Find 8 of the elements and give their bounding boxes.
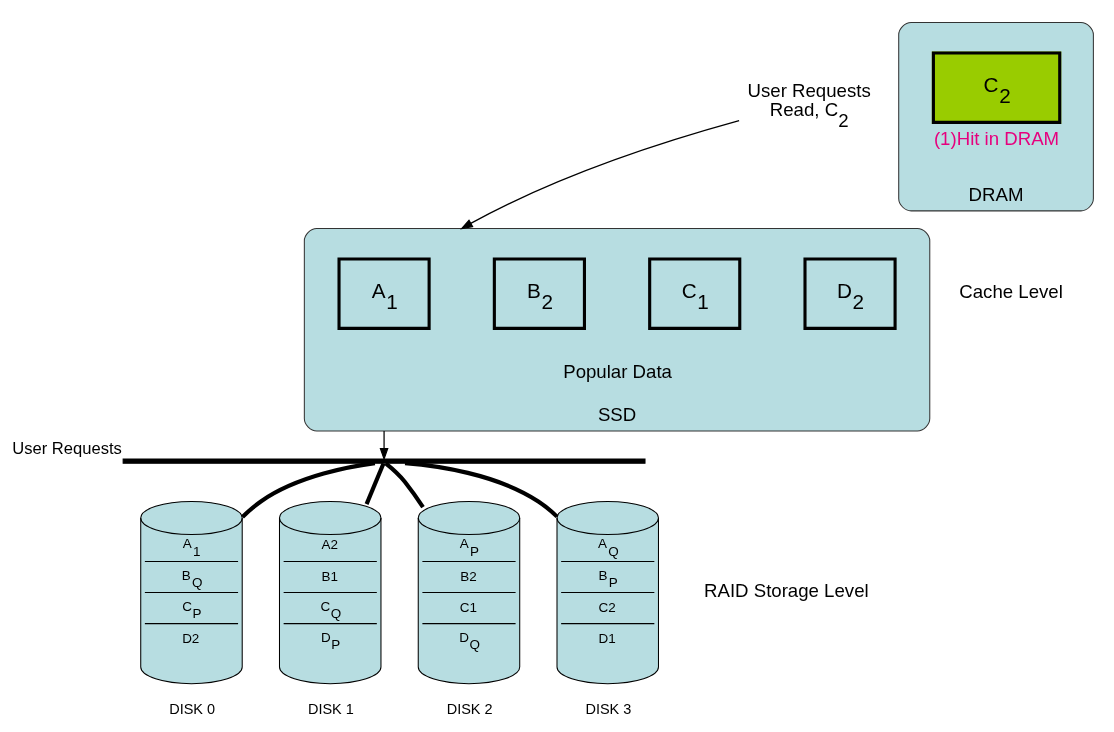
node-label: User Requests xyxy=(12,438,122,458)
label: Cache Level xyxy=(959,281,1063,303)
node-label: DISK 3 xyxy=(585,700,632,717)
node-label: DISK 1 xyxy=(307,700,354,717)
node-label: DISK 0 xyxy=(169,700,216,717)
label: RAID Storage Level xyxy=(704,580,869,602)
node-label: (1)Hit in DRAM xyxy=(933,128,1060,150)
node-label: DISK 2 xyxy=(446,700,493,717)
